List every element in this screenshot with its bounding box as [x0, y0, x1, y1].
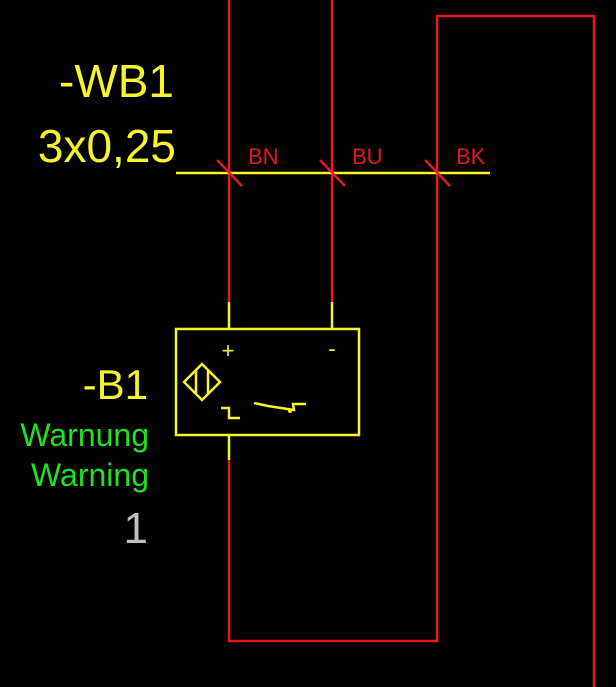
terminal-plus-label: + — [222, 338, 235, 363]
device-b1 — [174, 302, 361, 460]
core-marker-bu — [319, 159, 346, 187]
device-description-en: Warning — [31, 457, 149, 493]
proximity-sensor-icon — [182, 362, 222, 402]
wires — [227, 0, 596, 687]
core-label-bk: BK — [456, 144, 486, 169]
device-index: 1 — [124, 504, 148, 553]
normally-open-contact-icon — [253, 401, 306, 413]
cable-cores: BN BU BK — [216, 144, 486, 187]
terminal-minus-label: - — [328, 336, 335, 361]
core-label-bn: BN — [248, 144, 279, 169]
cable-spec: 3x0,25 — [38, 120, 176, 172]
device-description-de: Warnung — [20, 417, 149, 453]
device-box — [174, 327, 361, 437]
cable-tag: -WB1 — [59, 55, 174, 107]
switch-output-icon — [221, 406, 240, 420]
core-marker-bn — [216, 159, 243, 187]
cable-wb1: -WB1 3x0,25 — [38, 55, 490, 175]
device-tag: -B1 — [83, 361, 148, 408]
core-marker-bk — [424, 159, 451, 187]
wire-bk-loop — [227, 14, 596, 687]
core-label-bu: BU — [352, 144, 383, 169]
